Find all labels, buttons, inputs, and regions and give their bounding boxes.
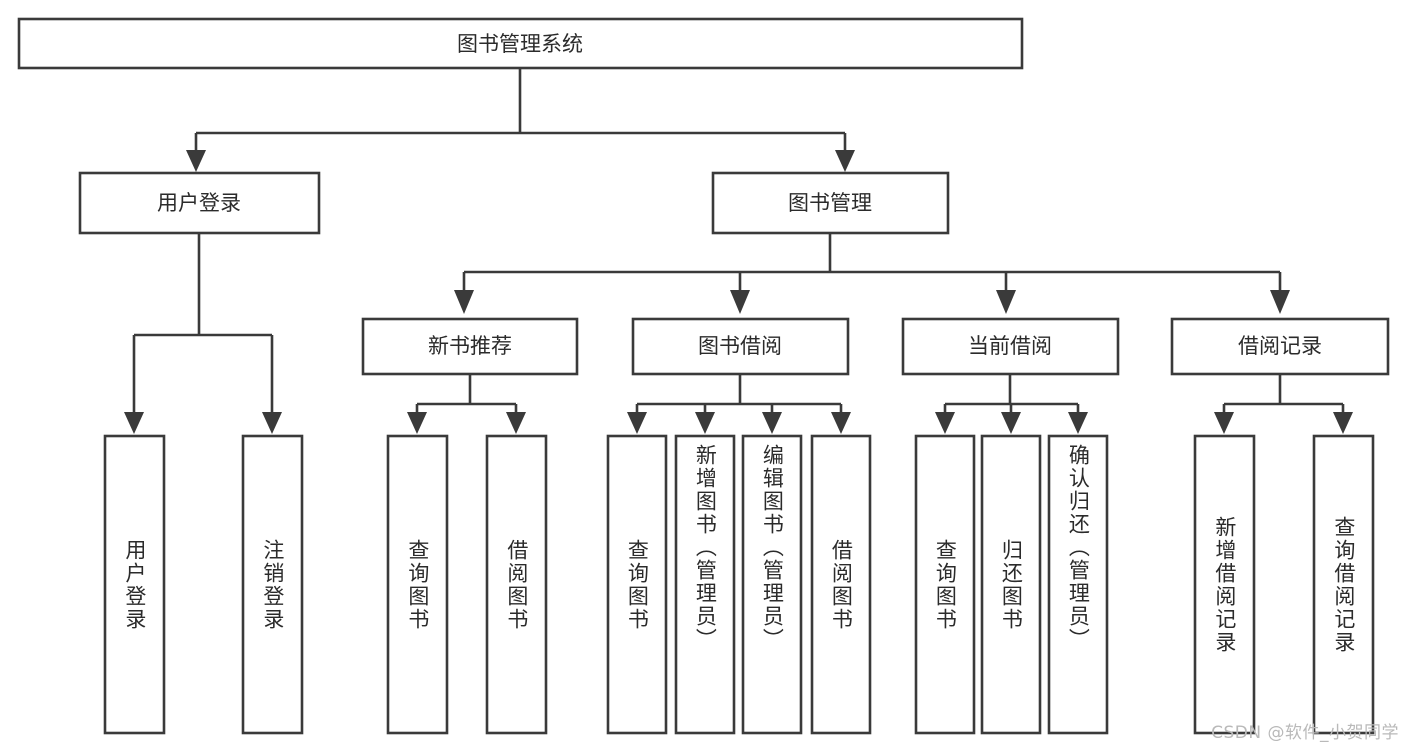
arrow-leaf-user-login (124, 412, 144, 434)
node-root[interactable]: 图书管理系统 (17, 17, 1024, 70)
arrow-to-user-login (186, 150, 206, 172)
arrow-leaf-query-record (1333, 412, 1353, 434)
node-leaf-borrow-book-1[interactable] (485, 434, 548, 735)
node-leaf-add-book[interactable] (674, 434, 736, 735)
node-borrow-record-label: 借阅记录 (1238, 334, 1322, 358)
connector-borrow-record-children (1222, 374, 1345, 414)
node-leaf-confirm-return[interactable] (1047, 434, 1109, 735)
arrow-leaf-edit-book (762, 412, 782, 434)
node-leaf-user-login[interactable] (103, 434, 166, 735)
arrow-leaf-confirm-return (1068, 412, 1088, 434)
node-book-manage-label: 图书管理 (788, 191, 872, 215)
arrow-to-book-borrow (730, 290, 750, 314)
node-root-label: 图书管理系统 (457, 32, 583, 56)
node-leaf-query-record[interactable] (1312, 434, 1375, 735)
arrow-to-new-book-rec (454, 290, 474, 314)
arrow-to-borrow-record (1270, 290, 1290, 314)
node-leaf-edit-book[interactable] (741, 434, 803, 735)
node-new-book-rec[interactable]: 新书推荐 (361, 317, 579, 376)
connector-user-login-children (132, 233, 274, 414)
node-user-login-label: 用户登录 (157, 191, 241, 215)
arrow-leaf-user-logout (262, 412, 282, 434)
connector-book-manage-children (462, 233, 1282, 292)
arrow-leaf-add-record (1214, 412, 1234, 434)
connector-new-book-rec-children (415, 374, 518, 414)
node-new-book-rec-label: 新书推荐 (428, 334, 512, 358)
arrow-to-current-borrow (996, 290, 1016, 314)
arrow-leaf-query-book-3 (935, 412, 955, 434)
node-leaf-return-book[interactable] (980, 434, 1042, 735)
connector-book-borrow-children (635, 374, 843, 414)
arrow-leaf-query-book-1 (407, 412, 427, 434)
node-leaf-user-logout[interactable] (241, 434, 304, 735)
node-leaf-query-book-3[interactable] (914, 434, 976, 735)
arrow-leaf-borrow-book-1 (506, 412, 526, 434)
node-current-borrow[interactable]: 当前借阅 (901, 317, 1120, 376)
node-book-borrow[interactable]: 图书借阅 (631, 317, 850, 376)
node-user-login[interactable]: 用户登录 (78, 171, 321, 235)
node-leaf-borrow-book-2[interactable] (810, 434, 872, 735)
arrow-to-book-manage (835, 150, 855, 172)
node-book-borrow-label: 图书借阅 (698, 334, 782, 358)
arrow-leaf-add-book (695, 412, 715, 434)
node-current-borrow-label: 当前借阅 (968, 334, 1052, 358)
node-leaf-query-book-1[interactable] (386, 434, 449, 735)
connector-current-borrow-children (943, 374, 1080, 414)
arrow-leaf-borrow-book-2 (831, 412, 851, 434)
node-leaf-query-book-2[interactable] (606, 434, 668, 735)
arrow-leaf-return-book (1001, 412, 1021, 434)
node-book-manage[interactable]: 图书管理 (711, 171, 950, 235)
arrow-leaf-query-book-2 (627, 412, 647, 434)
node-leaf-add-record[interactable] (1193, 434, 1256, 735)
connector-root-trunk (194, 68, 847, 152)
node-borrow-record[interactable]: 借阅记录 (1170, 317, 1390, 376)
